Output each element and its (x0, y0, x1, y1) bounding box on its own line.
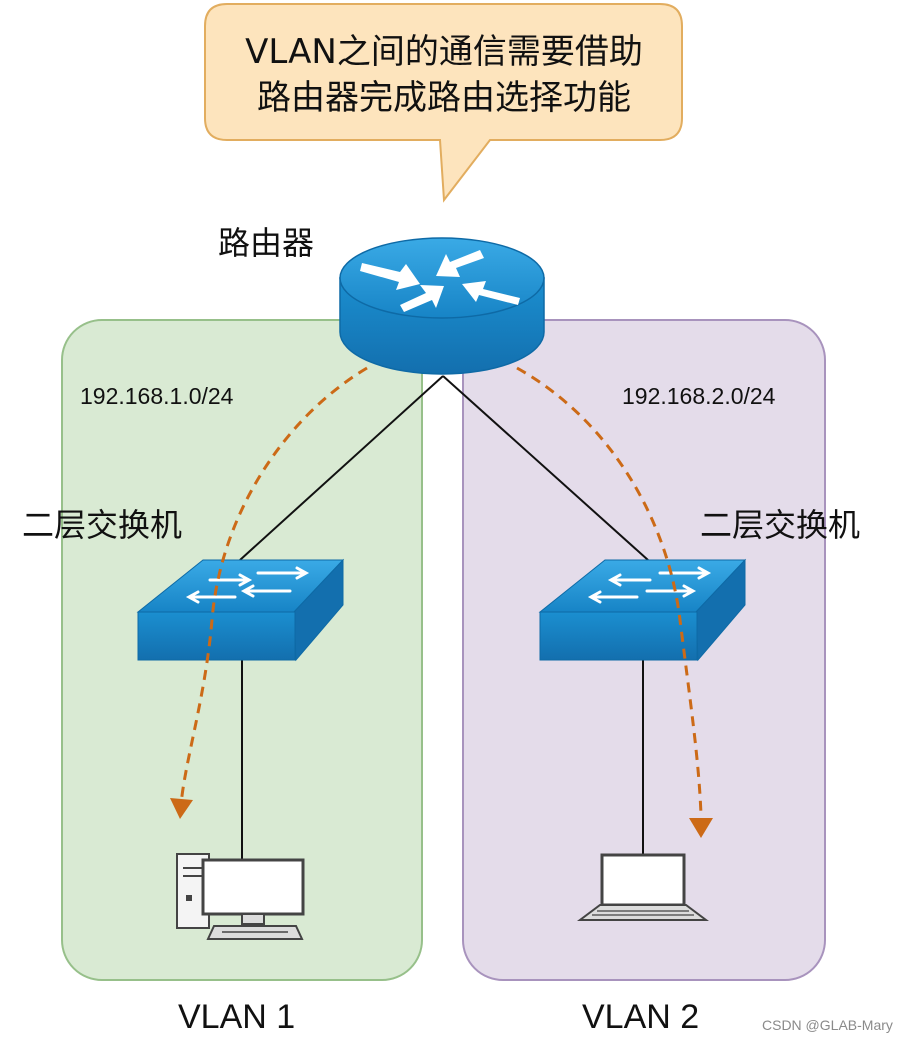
router-label: 路由器 (218, 224, 315, 262)
switch1-icon (136, 558, 345, 662)
vlan2-name: VLAN 2 (582, 998, 700, 1036)
desktop-computer-icon (176, 853, 305, 940)
switch1-label: 二层交换机 (22, 506, 183, 544)
vlan1-name: VLAN 1 (178, 998, 296, 1036)
link-router-switch2 (442, 375, 649, 561)
routing-arrowhead-vlan1 (170, 798, 193, 819)
callout-text-line1: VLAN之间的通信需要借助 (245, 32, 643, 72)
vlan2-subnet-label: 192.168.2.0/24 (622, 383, 776, 409)
switch2-label: 二层交换机 (700, 506, 861, 544)
vlan1-subnet-label: 192.168.1.0/24 (80, 383, 234, 409)
routing-arrowhead-vlan2 (689, 818, 713, 838)
laptop-icon (577, 853, 709, 921)
switch2-icon (538, 558, 747, 662)
link-router-switch1 (239, 375, 444, 561)
routing-path-vlan1 (179, 366, 368, 806)
callout-bubble (204, 3, 683, 203)
routing-path-vlan2 (516, 366, 703, 816)
router-icon (339, 237, 545, 375)
watermark: CSDN @GLAB-Mary (762, 1017, 893, 1033)
callout-text-line2: 路由器完成路由选择功能 (257, 78, 631, 118)
